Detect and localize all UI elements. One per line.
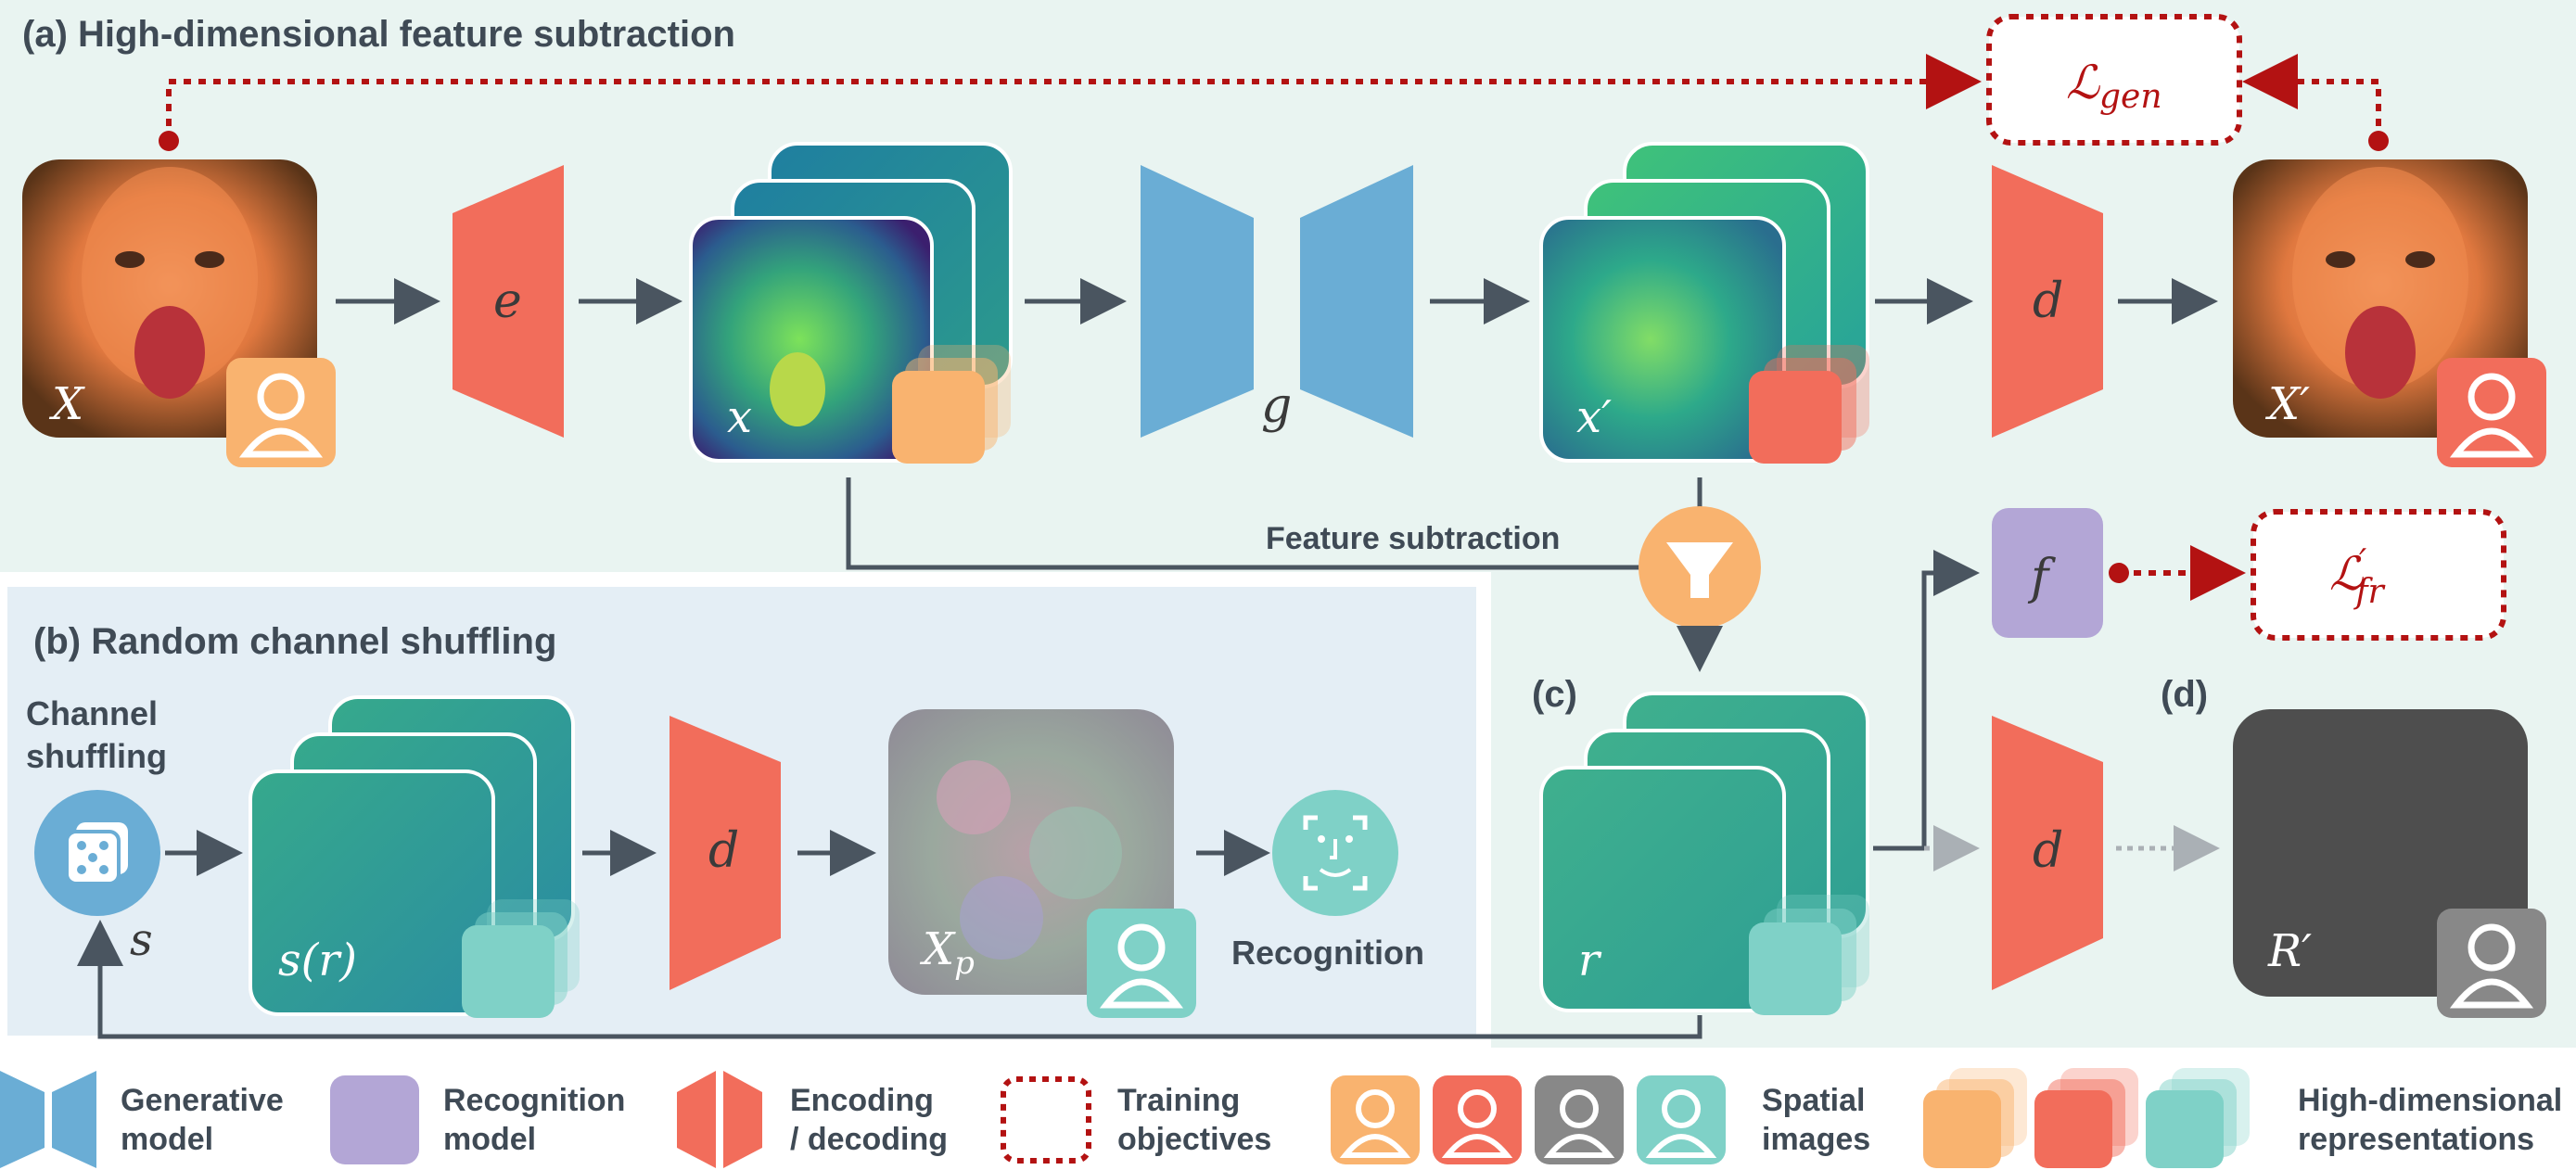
- decoder-d-top: d: [1992, 165, 2103, 438]
- legend-encoding-line1: Encoding: [790, 1083, 934, 1118]
- decoder-d-bottom: d: [1992, 716, 2103, 990]
- symbol-d-panel-b: d: [708, 823, 739, 879]
- symbol-X-prime: X′: [2264, 378, 2310, 430]
- recognition-label: Recognition: [1231, 934, 1424, 972]
- symbol-e: e: [493, 273, 522, 329]
- symbol-s-r: s(r): [278, 935, 357, 986]
- spatial-image-badge-red: [2437, 358, 2546, 467]
- feature-stack-x: x: [689, 142, 1013, 463]
- legend-recognition-icon: [330, 1075, 419, 1164]
- svg-text:ℒ′fr: ℒ′fr: [2329, 543, 2386, 611]
- spatial-image-badge-orange: [226, 358, 336, 467]
- symbol-x-prime: x′: [1576, 391, 1612, 443]
- symbol-s: s: [130, 914, 153, 966]
- loss-fr-connector: [2109, 545, 2246, 601]
- legend-spatial-line1: Spatial: [1762, 1083, 1865, 1118]
- loss-gen-connector: [159, 54, 2389, 151]
- arrow-r-to-recognition: [1873, 550, 1980, 851]
- shuffling-label: shuffling: [26, 737, 167, 775]
- spatial-image-badge-gray: [2437, 909, 2546, 1018]
- panel-c-label: (c): [1532, 674, 1577, 715]
- decoder-d-panel-b: d: [670, 716, 781, 990]
- channel-label: Channel: [26, 694, 158, 732]
- legend-encoding-line2: / decoding: [790, 1122, 948, 1157]
- symbol-X: X: [48, 378, 85, 430]
- highdim-badge-teal-s: [462, 899, 580, 1018]
- legend-recognition-line1: Recognition: [443, 1083, 625, 1118]
- feature-subtraction-line: [846, 477, 1641, 570]
- symbol-Xp-subscript: p: [954, 945, 975, 982]
- symbol-R-prime: R′: [2267, 925, 2312, 977]
- highdim-badge-teal-r: [1749, 895, 1869, 1015]
- shuffled-stack-s-r: s(r): [249, 695, 575, 1016]
- recognition-model-f: f: [1992, 508, 2103, 638]
- legend-training-line2: objectives: [1117, 1122, 1271, 1157]
- svg-text:Xp: Xp: [919, 923, 975, 982]
- symbol-r: r: [1578, 935, 1602, 986]
- symbol-g: g: [1261, 378, 1292, 434]
- legend-recognition-line2: model: [443, 1122, 536, 1157]
- face-recognition-icon: [1272, 790, 1398, 916]
- legend-spatial-icons: [1331, 1075, 1726, 1164]
- arrow-r-to-shuffle-feedback: [77, 920, 1702, 1039]
- symbol-d-bottom: d: [2033, 823, 2063, 879]
- feature-subtraction-label: Feature subtraction: [1266, 521, 1560, 556]
- legend-training-line1: Training: [1117, 1083, 1240, 1118]
- legend-training-icon: [1001, 1076, 1091, 1164]
- loss-fr-superscript: ′: [2359, 543, 2366, 581]
- loss-fr-symbol: ℒ: [2329, 547, 2364, 601]
- highdim-badge-red: [1749, 345, 1869, 464]
- residual-stack-r: r: [1539, 692, 1869, 1012]
- loss-gen-subscript: gen: [2099, 78, 2162, 116]
- symbol-Xp: X: [919, 923, 956, 975]
- highdim-badge-orange: [892, 345, 1011, 464]
- legend-generative-line1: Generative: [121, 1083, 284, 1118]
- funnel-filter-icon: [1639, 506, 1761, 629]
- svg-text:ℒgen: ℒgen: [2066, 56, 2162, 116]
- encoder-e: e: [453, 165, 564, 438]
- loss-fr-box: ℒ′fr: [2251, 509, 2506, 641]
- symbol-x: x: [727, 391, 752, 443]
- legend-spatial-line2: images: [1762, 1122, 1870, 1157]
- loss-gen-symbol: ℒ: [2066, 56, 2100, 109]
- loss-fr-subscript: fr: [2353, 573, 2385, 611]
- feature-stack-x-prime: x′: [1539, 142, 1869, 463]
- legend-highdim-icons: [1923, 1068, 2250, 1168]
- dice-shuffle-icon: [34, 790, 160, 916]
- symbol-d-top: d: [2033, 273, 2063, 329]
- legend-generative-icon: [0, 1071, 96, 1168]
- panel-d-label: (d): [2161, 674, 2208, 715]
- panel-a-title: (a) High-dimensional feature subtraction: [22, 14, 735, 55]
- legend-highdim-line1: High-dimensional: [2298, 1083, 2562, 1118]
- spatial-image-badge-teal: [1087, 909, 1196, 1018]
- loss-gen-box: ℒgen: [1986, 14, 2242, 146]
- panel-b-title: (b) Random channel shuffling: [33, 621, 556, 662]
- legend-highdim-line2: representations: [2298, 1122, 2534, 1157]
- legend-generative-line2: model: [121, 1122, 213, 1157]
- legend-encoding-icon: [677, 1071, 762, 1168]
- generative-model-g: g: [1141, 165, 1413, 438]
